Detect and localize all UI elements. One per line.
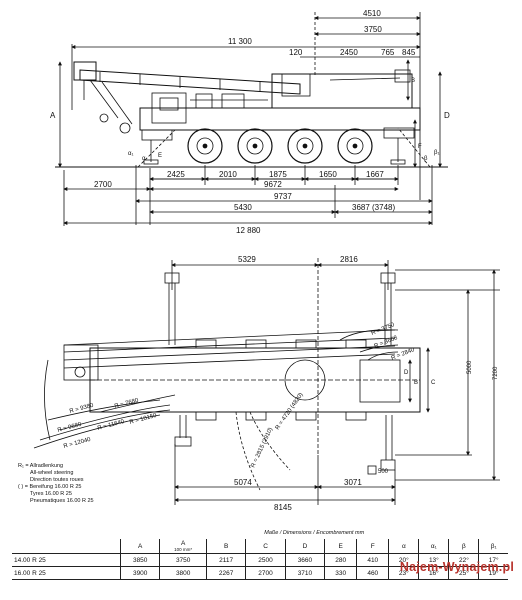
col-header: α xyxy=(388,539,419,554)
col-header: B xyxy=(205,539,246,554)
col-header: β₁ xyxy=(478,539,508,554)
dim-8145: 8145 xyxy=(274,503,292,512)
label-C-top: C xyxy=(431,380,436,386)
dim-120: 120 xyxy=(289,48,303,57)
label-beta1: β₁ xyxy=(434,150,439,156)
row-label: 14.00 R 25 xyxy=(12,553,121,567)
label-B-top: B xyxy=(414,380,418,386)
dim-3687: 3687 (3748) xyxy=(352,203,395,212)
dim-5430: 5430 xyxy=(234,203,252,212)
col-header: D xyxy=(284,539,325,554)
side-view xyxy=(55,12,448,226)
label-F: F xyxy=(418,144,422,150)
label-alpha1: α₁ xyxy=(128,151,134,157)
side-view-labels: 11 300 4510 3750 120 2450 765 845 A D B … xyxy=(50,9,450,235)
dim-9737: 9737 xyxy=(274,192,292,201)
dim-845: 845 xyxy=(402,48,416,57)
legend-line: ( ) = Bereifung 16.00 R 25 xyxy=(18,484,82,490)
radius-3750: R = 3750 xyxy=(371,322,397,337)
col-header: β xyxy=(448,539,479,554)
legend-line: R₁ = Allradlenkung xyxy=(18,463,64,469)
wheel-2 xyxy=(237,128,273,164)
wheel-3 xyxy=(287,128,323,164)
dim-2425: 2425 xyxy=(167,170,185,179)
dim-5000: 5000 xyxy=(467,360,473,374)
radius-10150: R = 10150 xyxy=(129,413,158,426)
dim-1875: 1875 xyxy=(269,170,287,179)
radius-9380: R = 9380 xyxy=(69,403,95,415)
radius-7680: R = 7680 xyxy=(114,398,140,410)
col-header: A xyxy=(119,539,160,554)
dim-1650: 1650 xyxy=(319,170,337,179)
legend-line: Direction toutes roues xyxy=(30,477,84,483)
dim-3750: 3750 xyxy=(364,25,382,34)
radius-2840: R = 2840 xyxy=(391,347,417,362)
label-A: A xyxy=(50,111,56,120)
wheel-1 xyxy=(187,128,223,164)
watermark: Najem-Wynajem.pl xyxy=(399,560,514,574)
dim-4510: 4510 xyxy=(363,9,381,18)
label-D: D xyxy=(444,111,450,120)
dim-500: 500 xyxy=(378,469,389,475)
label-B: B xyxy=(411,78,415,84)
label-alpha: α xyxy=(142,156,146,162)
col-header: α₁ xyxy=(418,539,449,554)
dim-2700: 2700 xyxy=(94,180,112,189)
dim-5329: 5329 xyxy=(238,255,256,264)
dim-7200: 7200 xyxy=(493,366,499,380)
dim-765: 765 xyxy=(381,48,395,57)
dim-2010: 2010 xyxy=(219,170,237,179)
label-E: E xyxy=(158,153,162,159)
legend-line: All-wheel steering xyxy=(30,470,74,476)
legend: R₁ = Allradlenkung All-wheel steering Di… xyxy=(18,463,158,505)
table-caption: Maße / Dimensions / Encombrement mm xyxy=(264,530,365,536)
col-header: E xyxy=(324,539,357,554)
top-view xyxy=(33,258,500,505)
wheel-4 xyxy=(337,128,373,164)
radius-2815: R = 2815 (2910) xyxy=(250,427,274,469)
col-header: F xyxy=(356,539,389,554)
radius-9680: R = 9680 xyxy=(57,422,83,434)
legend-line: Pneumatiques 16.00 R 25 xyxy=(30,498,94,504)
radius-12040: R = 12040 xyxy=(63,437,92,450)
radius-11640: R = 11640 xyxy=(97,419,126,432)
dim-9672: 9672 xyxy=(264,180,282,189)
dim-5074: 5074 xyxy=(234,478,252,487)
label-D-top: D xyxy=(404,370,409,376)
dim-3071: 3071 xyxy=(344,478,362,487)
table-row: 16.00 R 25 3900 3800 2267 2700 3710 330 … xyxy=(12,566,508,580)
col-header: C xyxy=(245,539,286,554)
row-label: 16.00 R 25 xyxy=(12,566,121,580)
legend-line: Tyres 16.00 R 25 xyxy=(30,491,72,497)
dim-2450: 2450 xyxy=(340,48,358,57)
dim-overall-length: 11 300 xyxy=(228,37,252,46)
dim-1667: 1667 xyxy=(366,170,384,179)
label-beta: β xyxy=(424,156,428,162)
table-row: 14.00 R 25 3850 3750 2117 2500 3660 280 … xyxy=(12,553,508,567)
dim-2816: 2816 xyxy=(340,255,358,264)
dim-12880: 12 880 xyxy=(236,226,261,235)
